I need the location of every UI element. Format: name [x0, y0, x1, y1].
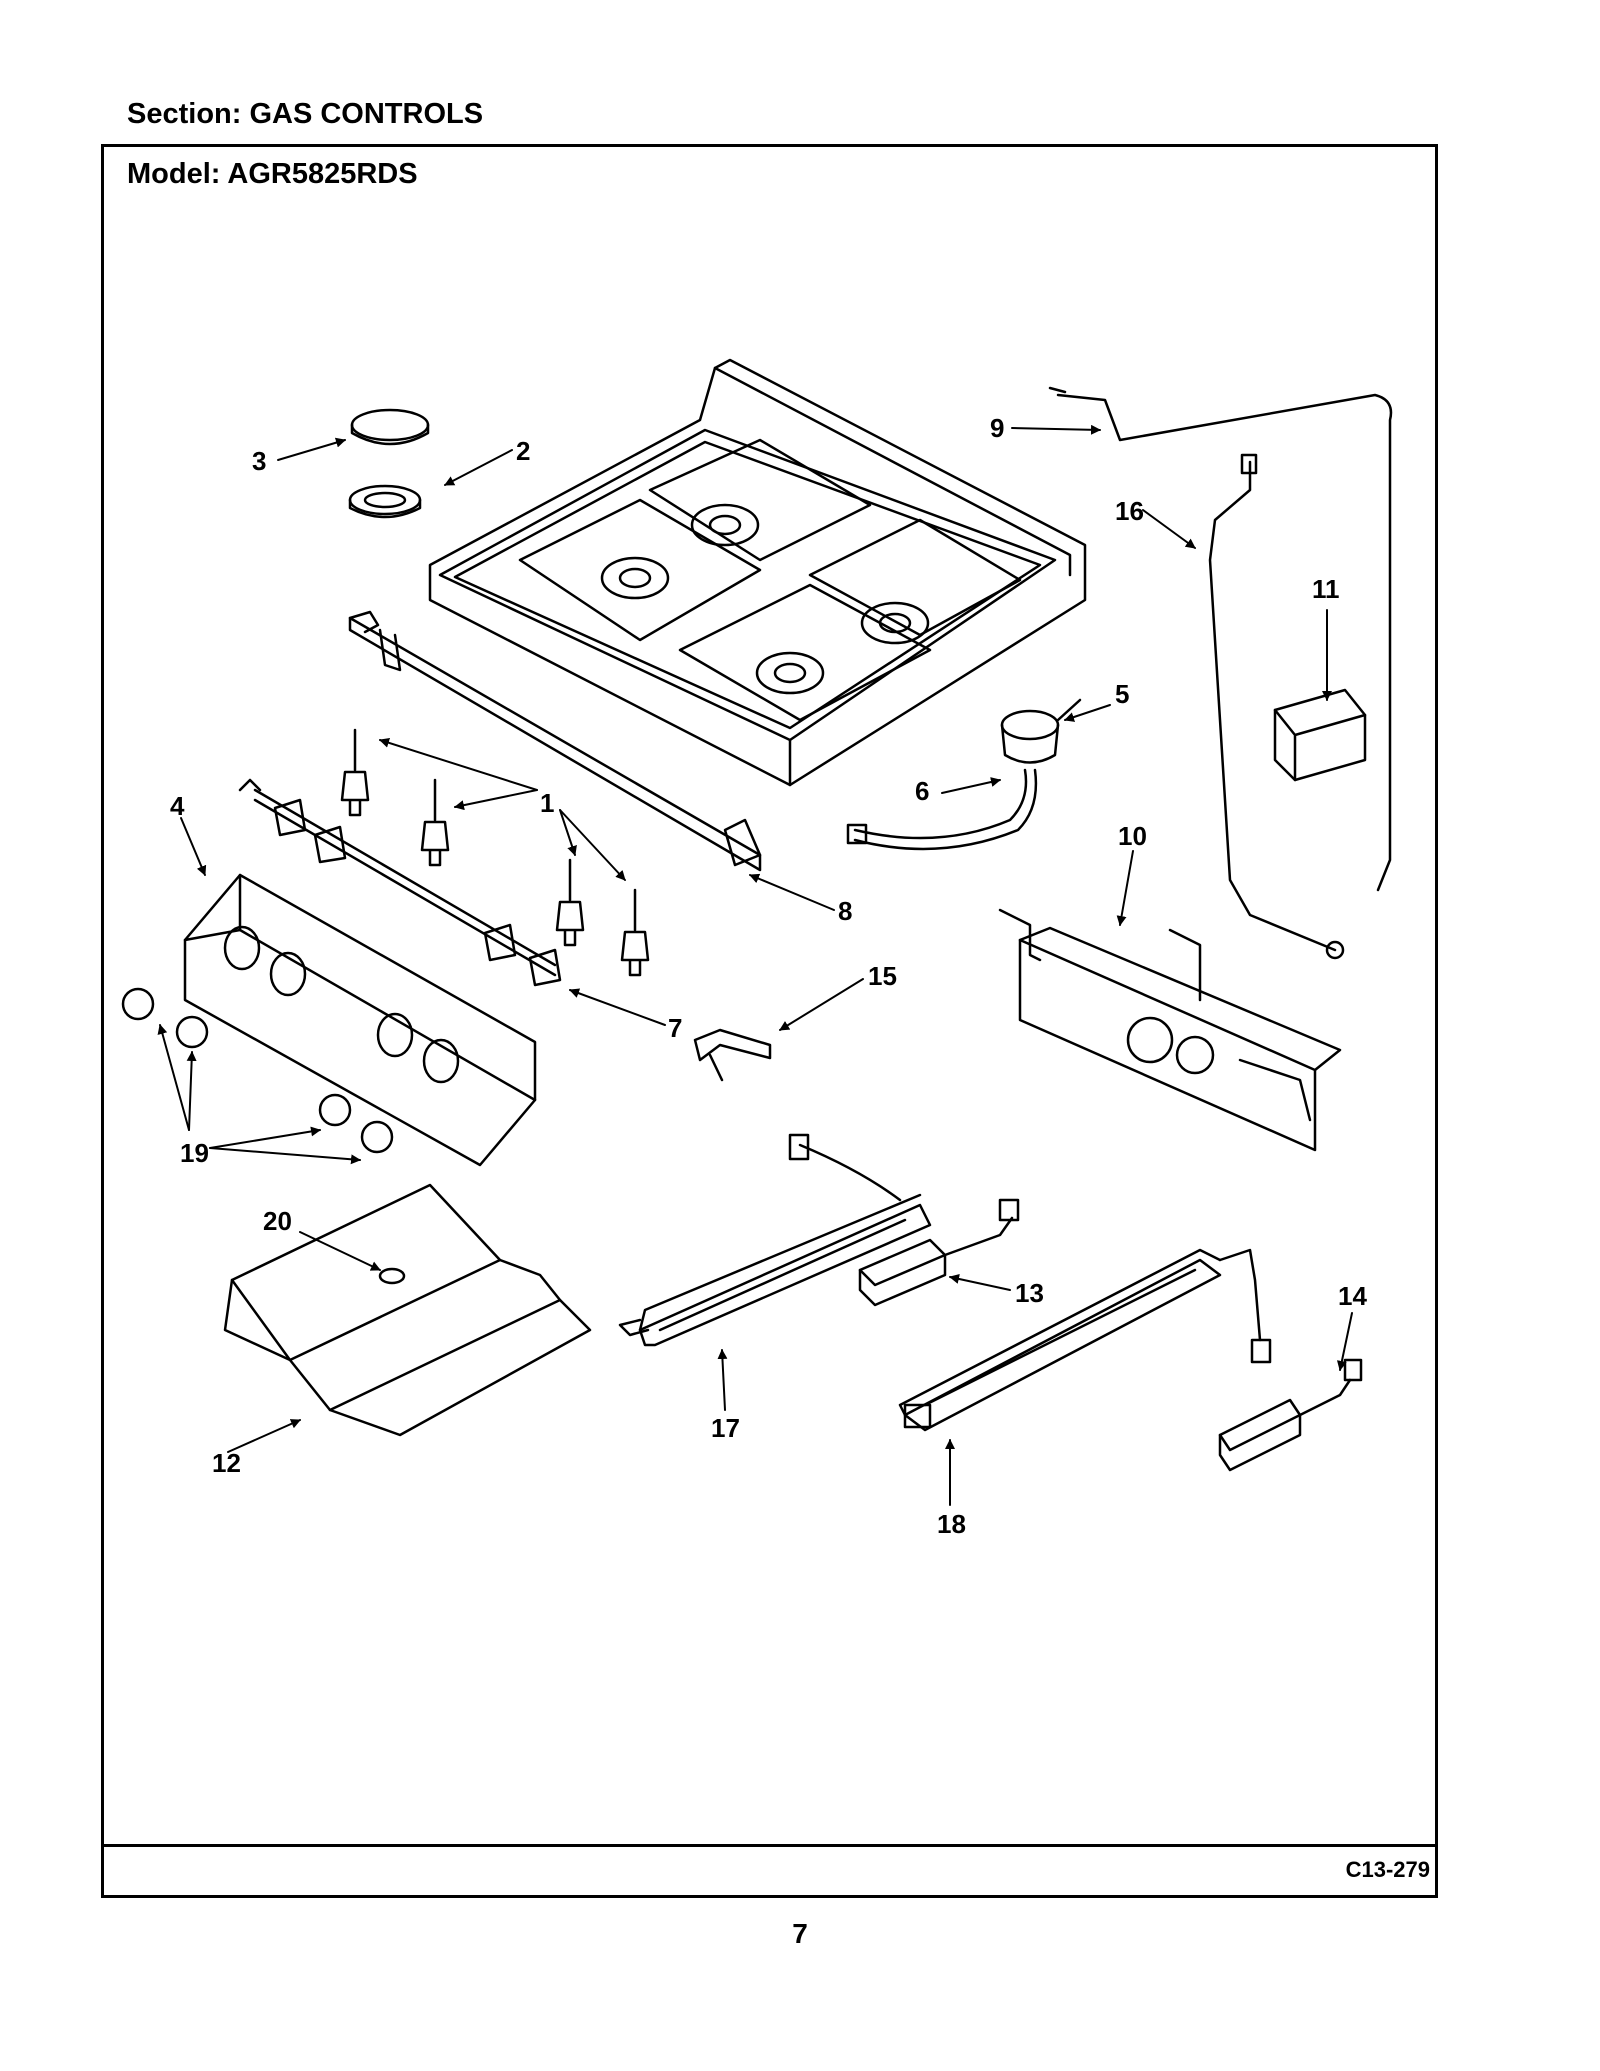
callout-4: 4 — [170, 791, 185, 821]
callout-2: 2 — [516, 436, 530, 466]
oven-igniter — [858, 1198, 1020, 1307]
callout-20: 20 — [263, 1206, 292, 1236]
burner-valve-group — [340, 728, 650, 977]
burner-shield — [223, 1183, 592, 1437]
oven-burner — [618, 1133, 932, 1347]
switch-block — [1273, 688, 1367, 782]
model-title: Model: AGR5825RDS — [127, 158, 418, 190]
control-knobs — [121, 987, 394, 1154]
diagram-frame — [101, 144, 1438, 1898]
burner-cap — [350, 408, 430, 446]
callout-13: 13 — [1015, 1278, 1044, 1308]
callout-1: 1 — [540, 788, 554, 818]
pilot-assembly — [693, 1028, 772, 1082]
broil-igniter — [1218, 1358, 1363, 1472]
figure-code: C13-279 — [1345, 1857, 1430, 1882]
callout-6: 6 — [915, 776, 929, 806]
callout-labels: 1 2 3 4 5 6 7 8 9 10 11 12 13 14 15 16 1… — [170, 413, 1367, 1539]
callout-16: 16 — [1115, 496, 1144, 526]
burner-base — [348, 484, 422, 519]
oven-safety-valve — [998, 908, 1342, 1152]
wing-nut — [378, 1267, 406, 1285]
page-number: 7 — [792, 1918, 808, 1949]
footer-divider — [101, 1844, 1438, 1847]
callout-leaders — [157, 424, 1353, 1506]
callout-10: 10 — [1118, 821, 1147, 851]
callout-14: 14 — [1338, 1281, 1367, 1311]
callout-15: 15 — [868, 961, 897, 991]
control-panel — [183, 873, 537, 1167]
broil-burner — [898, 1248, 1272, 1432]
callout-17: 17 — [711, 1413, 740, 1443]
callout-7: 7 — [668, 1013, 682, 1043]
callout-8: 8 — [838, 896, 852, 926]
pressure-regulator — [1000, 698, 1082, 764]
section-title: Section: GAS CONTROLS — [127, 98, 484, 130]
callout-9: 9 — [990, 413, 1004, 443]
cooktop-main-top — [428, 358, 1087, 787]
callout-12: 12 — [212, 1448, 241, 1478]
callout-3: 3 — [252, 446, 266, 476]
callout-11: 11 — [1312, 574, 1340, 604]
callout-18: 18 — [937, 1509, 966, 1539]
callout-5: 5 — [1115, 679, 1129, 709]
manifold-pipe — [238, 778, 562, 987]
gas-supply-tube — [1208, 453, 1345, 960]
manifold-bracket — [348, 610, 762, 872]
gas-connector — [846, 768, 1038, 851]
callout-19: 19 — [180, 1138, 209, 1168]
oven-pilot-tubing — [1048, 386, 1393, 892]
